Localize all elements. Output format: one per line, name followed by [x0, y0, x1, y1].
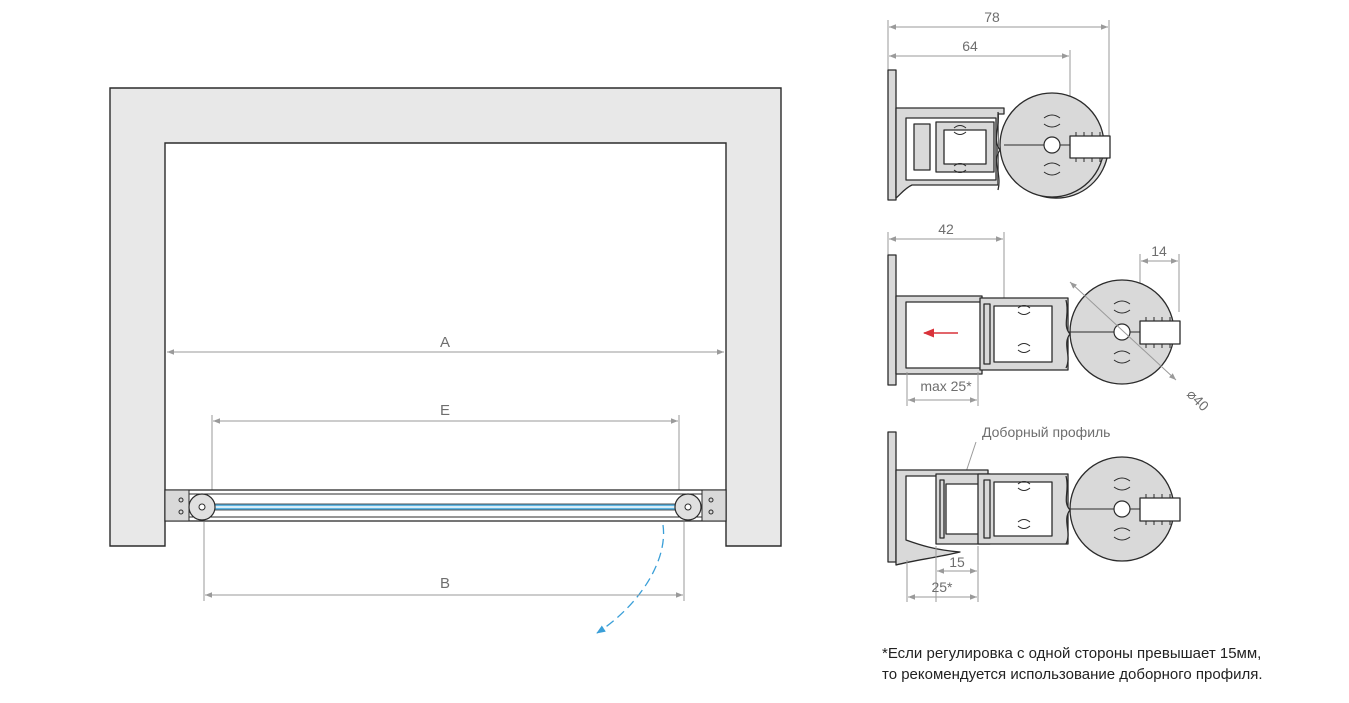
dim-e-label: E: [440, 402, 450, 419]
profile-top: 78 64: [887, 9, 1111, 201]
footnote-line-1: *Если регулировка с одной стороны превыш…: [882, 645, 1262, 662]
dim-b-label: B: [440, 575, 450, 592]
dim-78-label: 78: [984, 9, 1000, 25]
dim-15-label: 15: [949, 554, 965, 570]
dim-42-label: 42: [938, 221, 954, 237]
dim-diameter-line: [1069, 281, 1177, 381]
profile-bottom: Доборный профиль 15 25*: [887, 424, 1181, 602]
footnote: *Если регулировка с одной стороны превыш…: [882, 643, 1263, 685]
door-swing-arrow: [596, 524, 665, 634]
wall-profile-left: [164, 489, 190, 522]
wall-niche: [109, 87, 782, 547]
extension-profile-label: Доборный профиль: [982, 424, 1110, 440]
wall-profile-right: [701, 489, 727, 522]
plan-view: A E B: [109, 87, 782, 634]
profile-middle: 42 14 ⌀40 max 25*: [887, 221, 1212, 414]
dim-64-label: 64: [962, 38, 978, 54]
dim-max25-label: max 25*: [920, 378, 972, 394]
dim-14-label: 14: [1151, 243, 1167, 259]
dim-a-label: A: [440, 334, 450, 351]
dim-25-label: 25*: [931, 579, 953, 595]
dim-diameter-label: ⌀40: [1184, 386, 1212, 414]
footnote-line-2: то рекомендуется использование доборного…: [882, 666, 1263, 683]
